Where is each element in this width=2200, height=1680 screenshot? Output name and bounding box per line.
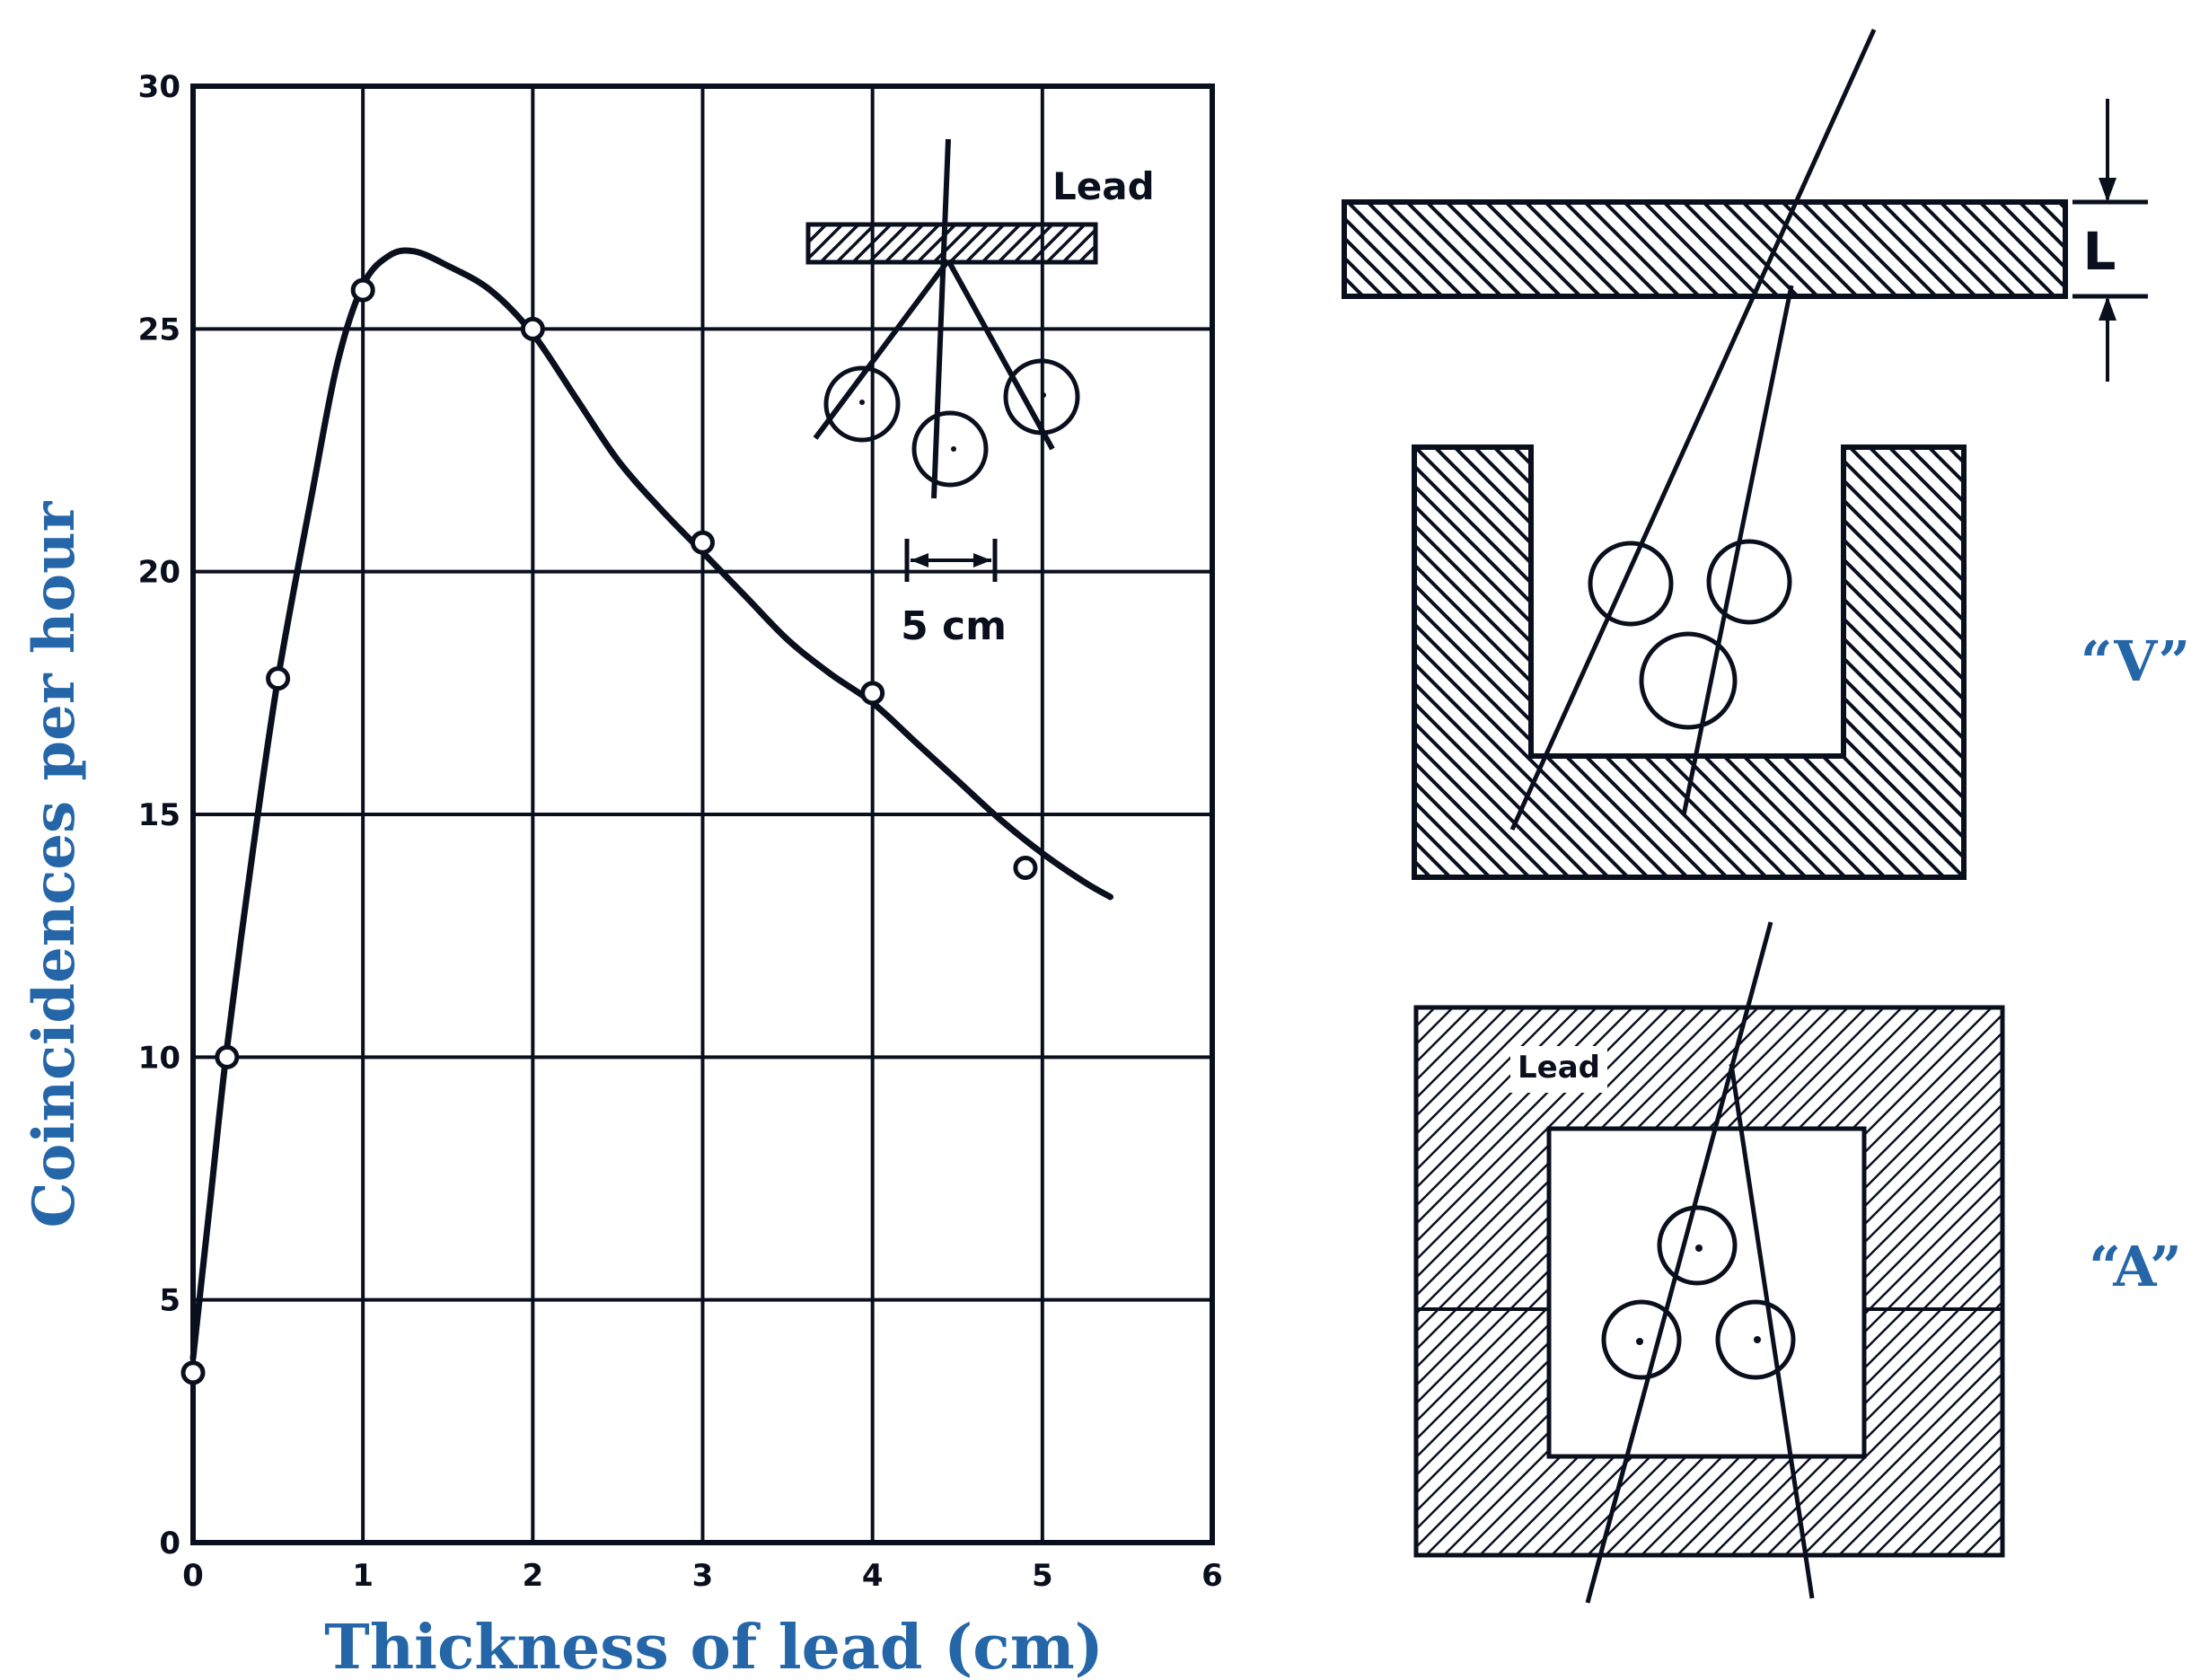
data-point <box>1013 855 1038 880</box>
grid-lines <box>191 84 1214 1544</box>
fitted-curve-line <box>189 247 1113 1362</box>
a-track-right <box>1729 1063 1815 1599</box>
a-lead-label: Lead <box>1518 1050 1600 1086</box>
y-tick-label: 10 <box>138 1040 180 1076</box>
v-track-long <box>1509 28 1877 831</box>
y-axis-label: Coincidences per hour <box>21 500 88 1227</box>
x-axis-label: Thickness of lead (cm) <box>324 1612 1104 1680</box>
x-tick-label: 1 <box>352 1558 374 1594</box>
slab-diagram: L <box>1342 99 2148 382</box>
a-configuration-diagram: Lead “A” <box>1413 921 2182 1604</box>
inset-vertical-track <box>931 138 951 499</box>
y-tick-label: 25 <box>138 312 180 347</box>
slab-thickness-label: L <box>2083 221 2116 282</box>
x-tick-label: 5 <box>1032 1558 1053 1594</box>
y-tick-label: 5 <box>159 1283 180 1319</box>
data-point <box>266 666 291 691</box>
x-tick-labels: 0 1 2 3 4 5 6 <box>182 1558 1223 1594</box>
x-tick-label: 4 <box>862 1558 884 1594</box>
v-label: “V” <box>2081 629 2190 694</box>
a-counter-dot <box>1754 1336 1761 1343</box>
box-lead-shield <box>1413 1005 2005 1558</box>
inset-counter-dot <box>859 400 865 405</box>
v-counter-bottom <box>1639 631 1738 730</box>
inset-counter-dot <box>951 446 956 452</box>
v-counter-left <box>1588 541 1674 627</box>
x-tick-label: 0 <box>182 1558 204 1594</box>
a-counter-dot <box>1695 1245 1703 1252</box>
inset-counter-dot <box>1041 392 1046 398</box>
shield-cavity <box>1546 1126 1867 1459</box>
inset-right-track <box>946 259 1055 451</box>
y-tick-labels: 0 5 10 15 20 25 30 <box>138 69 180 1561</box>
inset-lead-label: Lead <box>1052 164 1155 208</box>
inset-counter-center <box>911 410 989 488</box>
v-configuration-diagram: “V” <box>1412 28 2190 880</box>
a-track-left <box>1585 921 1773 1604</box>
inset-counter-right <box>1003 358 1080 435</box>
scale-bar-arrow-right <box>973 553 991 567</box>
dimension-arrowhead-bottom <box>2099 296 2116 321</box>
v-counter-right <box>1706 539 1792 625</box>
a-label: “A” <box>2089 1234 2182 1299</box>
v-track-short <box>1681 285 1794 816</box>
x-tick-label: 3 <box>692 1558 714 1594</box>
measured-points <box>180 277 1038 1385</box>
u-shaped-lead-shield <box>1412 444 1967 880</box>
data-point <box>350 277 375 303</box>
inset-left-track <box>813 259 951 440</box>
a-counter-dot <box>1636 1338 1643 1345</box>
y-tick-label: 30 <box>138 69 180 105</box>
data-point <box>691 530 715 555</box>
lead-slab <box>1342 199 2068 299</box>
y-tick-label: 0 <box>159 1526 180 1561</box>
inset-diagram: Lead 5 cm <box>805 138 1155 649</box>
inset-counter-left <box>823 365 901 443</box>
x-tick-label: 6 <box>1201 1558 1223 1594</box>
inset-scale-label: 5 cm <box>901 603 1007 649</box>
fitted-curve <box>189 247 1113 1362</box>
plot-frame <box>190 84 1215 1545</box>
scale-bar-arrow-left <box>911 553 928 567</box>
data-point <box>520 316 545 341</box>
x-tick-label: 2 <box>522 1558 543 1594</box>
data-point <box>180 1360 206 1385</box>
data-point <box>215 1044 240 1069</box>
chart: 0 1 2 3 4 5 6 0 5 10 15 20 25 30 Thickness of lead (… <box>21 69 1223 1680</box>
inset-lead-slab <box>805 222 1098 265</box>
a-lead-label-bg <box>1510 1046 1607 1093</box>
y-tick-label: 20 <box>138 555 180 591</box>
y-tick-label: 15 <box>138 797 180 833</box>
data-point <box>860 681 885 706</box>
dimension-arrowhead-top <box>2099 178 2116 202</box>
